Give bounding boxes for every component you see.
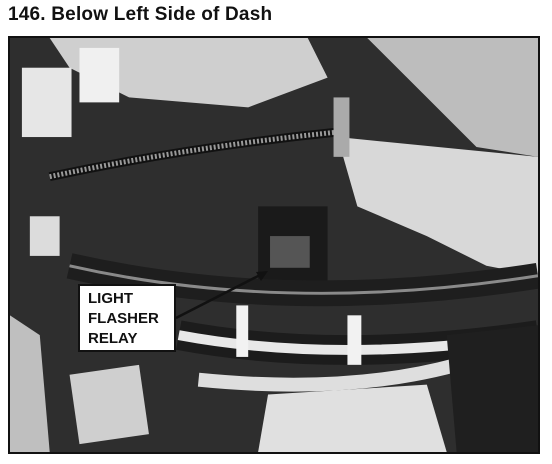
photo-under-dash <box>8 36 540 454</box>
callout-label-box: LIGHT FLASHER RELAY <box>78 284 176 352</box>
callout-line-3: RELAY <box>88 330 138 347</box>
callout-line-1: LIGHT <box>88 290 133 307</box>
callout-line-2: FLASHER <box>88 310 159 327</box>
photo-illustration <box>10 38 538 452</box>
figure-title: 146. Below Left Side of Dash <box>8 4 273 25</box>
